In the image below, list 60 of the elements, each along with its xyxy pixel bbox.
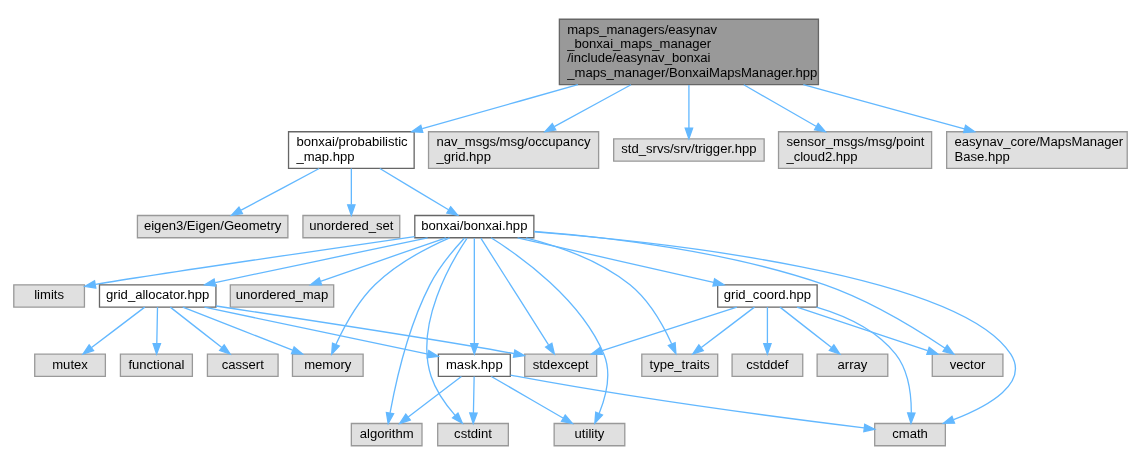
arrow (426, 237, 468, 425)
node-box: limits (13, 284, 86, 308)
arrow (684, 84, 694, 141)
arrow (589, 306, 738, 356)
node-box: bonxai/bonxai.hpp (414, 214, 535, 239)
node-box: unordered_set (302, 214, 401, 239)
node-box: easynav_core/MapsManager Base.hpp (946, 131, 1128, 170)
arrow (379, 167, 460, 217)
node-box: type_traits (641, 353, 719, 378)
node-box: functional (119, 353, 194, 378)
arrow (182, 306, 305, 355)
node-box: nav_msgs/msg/occupancy _grid.hpp (427, 131, 600, 170)
arrow (802, 84, 977, 134)
arrow (762, 306, 772, 357)
node-box: grid_allocator.hpp (98, 284, 217, 308)
node-box: grid_coord.hpp (717, 284, 818, 308)
node-box: algorithm (350, 422, 423, 447)
arrow (169, 306, 232, 356)
arrow (796, 306, 940, 355)
arrow (691, 306, 756, 356)
arrow (229, 167, 320, 217)
arrow (398, 375, 463, 425)
node-box: array (816, 353, 889, 378)
arrow (480, 237, 556, 356)
arrow (525, 237, 677, 356)
arrow (82, 235, 416, 289)
arrow (152, 306, 162, 357)
arrow (81, 306, 146, 356)
arrow (516, 237, 726, 287)
node-box: bonxai/probabilistic _map.hpp (287, 131, 415, 170)
node-box: cstddef (731, 353, 804, 378)
node-box: stdexcept (524, 353, 598, 378)
node-box: utility (553, 422, 626, 447)
node-box: mask.hpp (437, 353, 511, 378)
arrow (509, 374, 877, 433)
arrow (385, 237, 466, 426)
arrow (203, 306, 441, 359)
arrow (468, 375, 478, 426)
arrow (330, 237, 451, 356)
arrow (409, 84, 579, 134)
node-box: unordered_map (229, 284, 335, 308)
arrow (308, 237, 447, 286)
node-box: mutex (34, 353, 107, 378)
node-box: cstdint (437, 422, 509, 447)
arrow (202, 237, 429, 287)
node-box: eigen3/Eigen/Geometry (136, 214, 289, 239)
node-box: sensor_msgs/msg/point _cloud2.hpp (777, 131, 933, 170)
arrow (533, 231, 1017, 424)
node-box: maps_managers/easynav _bonxai_maps_manager /include/easynav_bonxai _maps_manager/BonxaiMapsManager.hpp (558, 18, 820, 86)
arrow (490, 237, 609, 425)
node-box: std_srvs/srv/trigger.hpp (613, 138, 765, 162)
node-box: vector (931, 353, 1004, 378)
arrow (490, 375, 575, 425)
arrow (743, 84, 828, 133)
arrow (346, 167, 356, 218)
node-box: cassert (206, 353, 279, 378)
arrow (779, 306, 842, 356)
node-box: memory (291, 353, 364, 378)
arrow (543, 84, 632, 133)
node-box: cmath (874, 422, 946, 447)
